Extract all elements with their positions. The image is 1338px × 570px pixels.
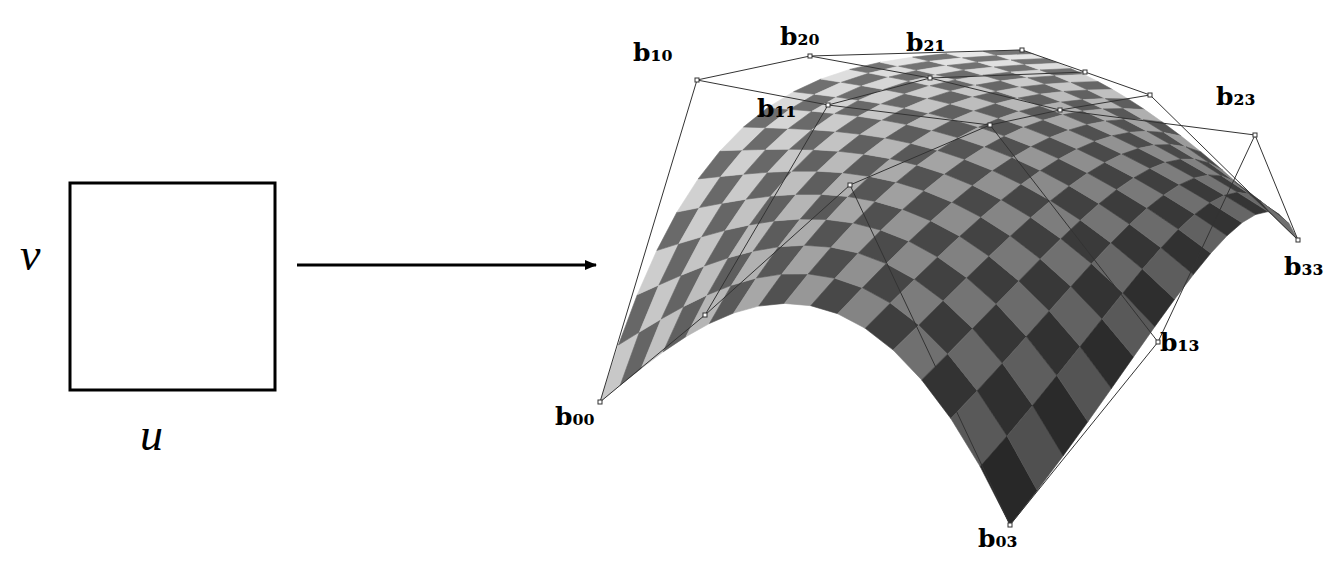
control-point [1156, 340, 1160, 344]
control-point-label: b₂₁ [906, 30, 945, 55]
control-line [1085, 72, 1150, 95]
surface-cell [1209, 163, 1246, 191]
surface-cell [1105, 99, 1144, 110]
control-point [826, 103, 830, 107]
control-point-label: b₂₃ [1216, 84, 1255, 109]
control-point-label: b₀₃ [978, 526, 1017, 551]
control-point [695, 78, 699, 82]
control-line [810, 56, 930, 78]
control-point [598, 400, 602, 404]
control-point [1058, 108, 1062, 112]
surface-cell [1234, 181, 1271, 214]
axis-label: v [20, 232, 40, 278]
control-point [703, 313, 707, 317]
control-line [850, 125, 990, 185]
control-line [705, 185, 850, 315]
control-line [600, 80, 697, 402]
control-line [1060, 110, 1255, 135]
control-line [828, 78, 930, 105]
control-line [1255, 135, 1298, 240]
control-point-label: b₂₀ [780, 24, 819, 49]
control-point-label: b₁₃ [1160, 330, 1199, 355]
control-line [930, 72, 1085, 78]
control-line [1022, 50, 1085, 72]
surface-cell [1143, 120, 1181, 136]
surface-cell [1088, 90, 1128, 99]
control-line [990, 110, 1060, 125]
control-point [1020, 48, 1024, 52]
control-point [1253, 133, 1257, 137]
control-net [598, 48, 1300, 527]
control-line [828, 105, 990, 125]
control-point-label: b₁₀ [633, 40, 672, 65]
surface-cell [1055, 75, 1098, 83]
surface-cell [1071, 82, 1112, 90]
control-line [1060, 95, 1150, 110]
control-point-label: b₁₁ [757, 96, 796, 121]
control-point [1083, 70, 1087, 74]
mapping-arrow [297, 264, 596, 267]
control-point [848, 183, 852, 187]
control-point [808, 54, 812, 58]
control-line [697, 56, 810, 80]
bezier-surface [600, 50, 1298, 525]
control-point-label: b₃₃ [1284, 254, 1323, 279]
surface-cell [1124, 109, 1163, 123]
surface-cell [1195, 159, 1234, 181]
parameter-domain [70, 183, 275, 390]
control-line [1010, 342, 1158, 525]
control-point [928, 76, 932, 80]
control-line [1158, 135, 1255, 342]
control-line [600, 315, 705, 402]
control-point [988, 123, 992, 127]
control-point [1148, 93, 1152, 97]
control-line [990, 125, 1158, 342]
control-point [1296, 238, 1300, 242]
control-point-label: b₀₀ [555, 404, 594, 429]
control-line [930, 78, 1060, 110]
control-line [850, 185, 1010, 525]
control-line [705, 105, 828, 315]
axis-label: u [140, 412, 163, 458]
control-line [1150, 95, 1298, 240]
surface-cell [1186, 147, 1223, 171]
surface-cell [1164, 133, 1201, 153]
